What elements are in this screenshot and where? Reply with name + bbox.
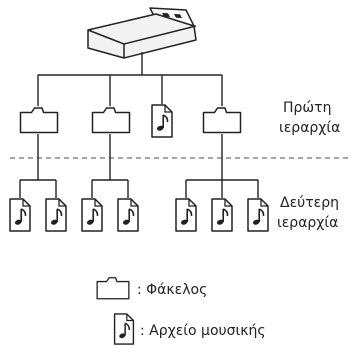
music-file-icon	[151, 104, 173, 138]
music-file-icon	[175, 198, 197, 232]
tree-lines-level-2	[19, 134, 259, 198]
second-level-label-line1: Δεύτερη	[280, 195, 339, 211]
music-file-icon	[45, 198, 67, 232]
folder-icon	[96, 276, 130, 300]
music-file-icon	[117, 198, 139, 232]
music-file-icon	[113, 313, 135, 345]
first-level-label-line2: ιεραρχία	[279, 120, 340, 136]
music-file-icon	[81, 198, 103, 232]
music-file-icon	[211, 198, 233, 232]
music-file-icon	[247, 198, 269, 232]
second-level-label-line2: ιεραρχία	[277, 215, 338, 231]
music-file-icon	[9, 198, 31, 232]
legend-music-file-label: : Αρχείο μουσικής	[140, 323, 266, 339]
legend: : Φάκελος : Αρχείο μουσικής	[96, 276, 266, 345]
folder-icon	[91, 107, 131, 134]
folder-icon	[202, 107, 242, 134]
legend-folder-label: : Φάκελος	[137, 282, 207, 298]
tree-lines-level-1	[37, 52, 223, 106]
first-level-label-line1: Πρώτη	[283, 100, 331, 116]
usb-drive-icon	[87, 7, 197, 59]
folder-icon	[19, 107, 59, 134]
